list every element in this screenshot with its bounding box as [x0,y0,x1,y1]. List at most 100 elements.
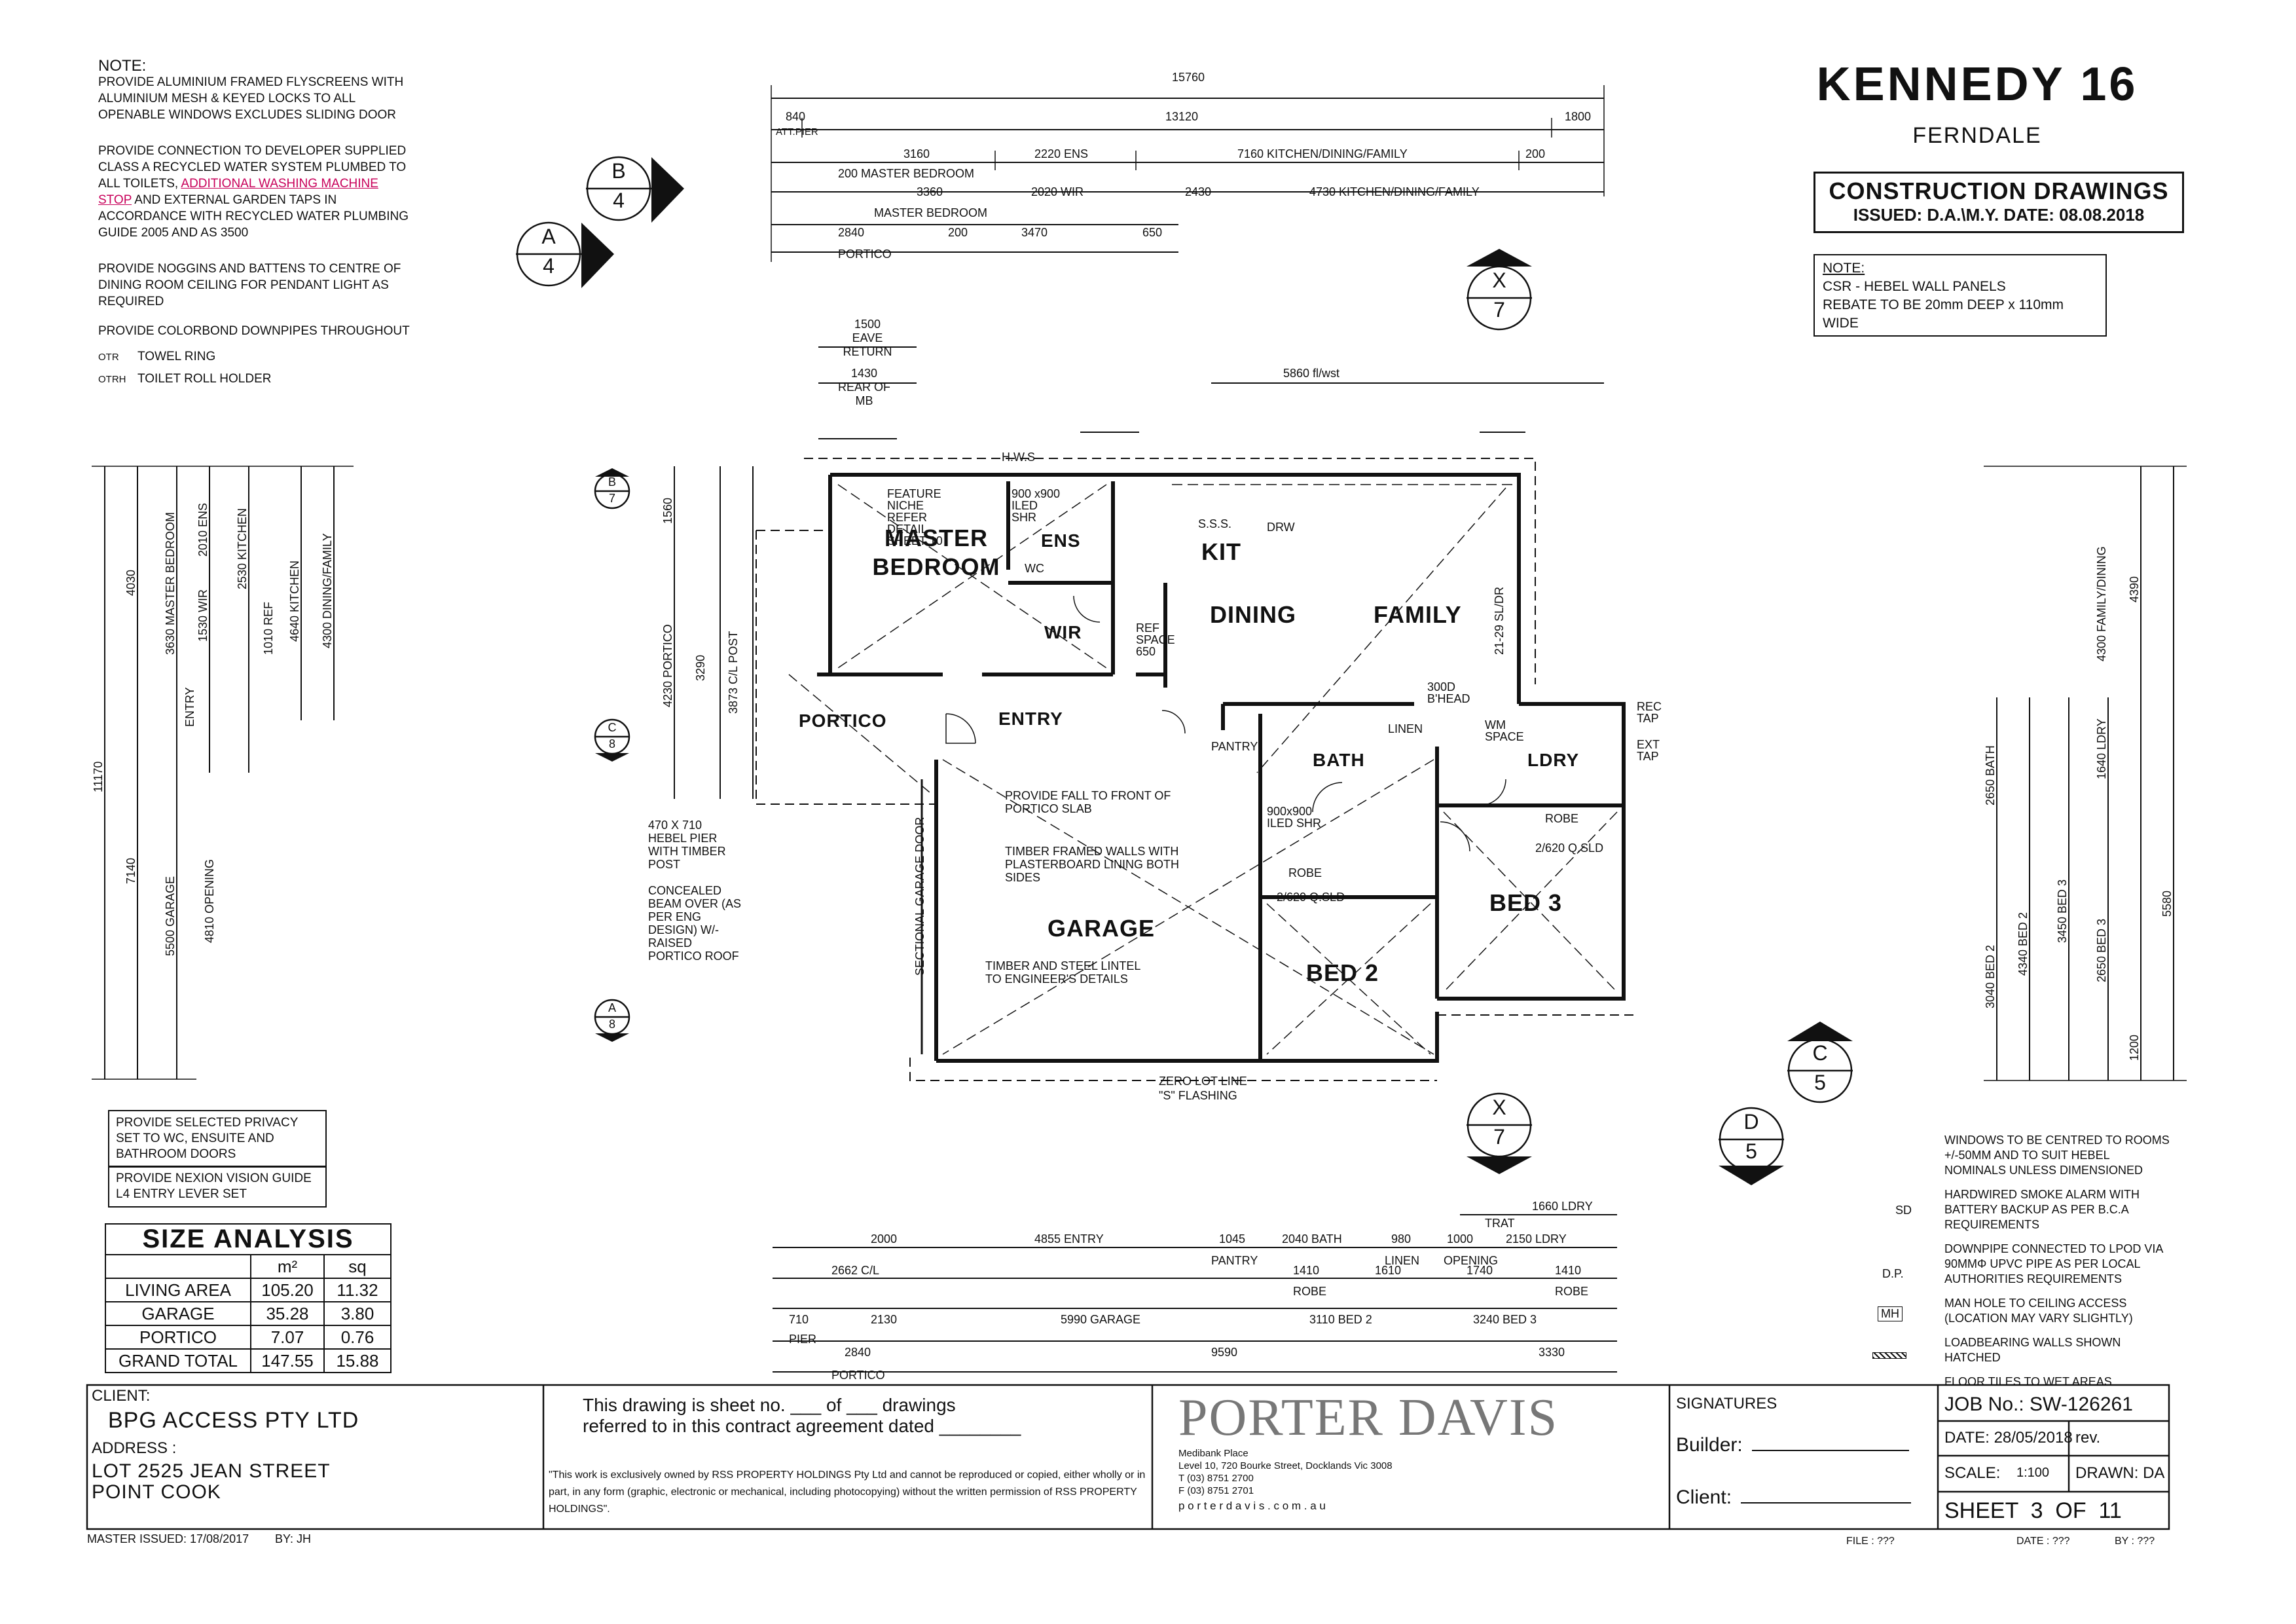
dim-bot-bath: 2040 BATH [1282,1232,1342,1246]
dim-bot-pantry: PANTRY [1211,1254,1258,1267]
note-timber-walls: TIMBER FRAMED WALLS WITH PLASTERBOARD LI… [1005,845,1180,884]
note-ens-shower: 900 x900 ILED SHR [1011,487,1061,524]
dim-bot-980: 980 [1391,1232,1412,1246]
legend-dp-symbol: D.P. [1882,1267,1904,1280]
dim-bot-pier: PIER [789,1333,817,1346]
builder-signature[interactable]: Builder: [1676,1434,1925,1456]
note-washing-stop: ADDITIONAL WASHING MACHINE STOP [98,177,378,207]
room-dining: DINING [1210,601,1296,628]
dim-left-kitchen2: 4640 KITCHEN [288,560,301,642]
dim-left-entry: ENTRY [183,687,196,727]
note-rec-tap: REC TAP [1637,700,1662,725]
room-ldry: LDRY [1527,750,1580,770]
client-label: CLIENT: [92,1387,151,1405]
legend: WINDOWS TO BE CENTRED TO ROOMS +/-50mm A… [1944,1133,2174,1390]
dim-r2-master: 200 MASTER BEDROOM [838,167,975,180]
dim-left-dining: 4300 DINING/FAMILY [321,533,334,648]
project-subtitle: FERNDALE [1912,123,2042,148]
note-wm-space: WM SPACE [1485,718,1524,743]
room-pantry: PANTRY [1211,740,1258,753]
dim-bot-cl: 2662 C/L [831,1264,880,1277]
legend-tiles: FLOOR TILES TO WET AREAS [1944,1375,2112,1388]
note-downpipes: PROVIDE COLORBOND DOWNPIPES THROUGHOUT [98,324,410,338]
construction-label: CONSTRUCTION DRAWINGS [1829,177,2169,204]
footer-file: FILE : ??? [1846,1536,1895,1547]
dim-left-ref: 1010 REF [262,601,275,655]
note-recycled-water: PROVIDE CONNECTION TO DEVELOPER SUPPLIED… [98,143,412,241]
scale-value: 1:100 [2016,1466,2050,1480]
dim-left-ens: 2010 ENS [196,502,210,557]
porter-davis-logo: PORTER DAVIS [1178,1389,1559,1447]
dim-right-family: 4300 FAMILY/DINING [2095,546,2108,661]
room-bed2: BED 2 [1306,959,1379,986]
dim-right-1200: 1200 [2128,1034,2141,1061]
dim-r2-kit: 7160 KITCHEN/DINING/FAMILY [1237,147,1408,160]
dim-1800: 1800 [1565,110,1592,123]
dim-bot-trat: TRAT [1485,1217,1515,1230]
dim-bot-2130: 2130 [871,1313,898,1326]
dim-right-bed2: 4340 BED 2 [2016,912,2030,976]
size-analysis-title: SIZE ANALYSIS [105,1223,392,1255]
dim-right-ldry: 1640 LDRY [2095,718,2108,779]
dim-bot-linen: LINEN [1385,1254,1420,1267]
dim-r4-portico: PORTICO [838,248,892,261]
note-lintel: TIMBER AND STEEL LINTEL TO ENGINEER'S DE… [985,959,1140,986]
dim-bot-entry: 4855 ENTRY [1034,1232,1104,1246]
legend-smoke: HARDWIRED SMOKE ALARM WITH BATTERY BACKU… [1944,1188,2140,1231]
hebel-note-line1: CSR - HEBEL WALL PANELS [1823,279,2006,294]
note-sss: S.S.S. [1198,517,1232,530]
legend-windows: WINDOWS TO BE CENTRED TO ROOMS +/-50mm A… [1944,1134,2170,1177]
dim-left-portico: 4230 PORTICO [661,624,674,707]
note-concealed-beam: CONCEALED BEAM OVER (AS PER ENG DESIGN) … [648,884,742,963]
note-noggins: PROVIDE NOGGINS AND BATTENS TO CENTRE OF… [98,262,401,308]
signatures-label: SIGNATURES [1676,1395,1777,1412]
scale-label: SCALE: [1944,1464,2001,1482]
hebel-note-title: NOTE: [1823,261,1865,276]
note-hebel-pier: 470 X 710 HEBEL PIER WITH TIMBER POST [648,819,726,871]
dim-bot-3330: 3330 [1539,1346,1565,1359]
room-ens: ENS [1041,530,1081,551]
note-bath-shower: 900x900 ILED SHR [1267,805,1322,830]
master-issued-by: BY: JH [275,1532,312,1545]
dim-13120: 13120 [1165,110,1199,123]
drawn-by: DRAWN: DA [2075,1464,2165,1482]
room-wc: WC [1025,562,1044,575]
brand-address: Medibank Place Level 10, 720 Bourke Stre… [1178,1448,1393,1512]
dim-r3-2430: 2430 [1185,185,1212,198]
note-sectional-door: SECTIONAL GARAGE DOOR [913,817,926,976]
dim-left-garage: 5500 GARAGE [164,876,177,956]
dim-r4-650: 650 [1142,226,1163,239]
notes-title: NOTE: [98,57,147,75]
note-sliding-door: 21-29 SL/DR [1493,586,1506,655]
note-hws: H.W.S [1002,451,1036,464]
dim-right-bed3b: 2650 BED 3 [2095,918,2108,982]
dim-r3-master: MASTER BEDROOM [874,206,988,219]
drawing-date: DATE: 28/05/2018 [1944,1429,2073,1447]
client-signature[interactable]: Client: [1676,1486,1925,1509]
dim-right-5580: 5580 [2160,890,2174,917]
address-line1: LOT 2525 JEAN STREET [92,1460,331,1482]
dim-bot-2000: 2000 [871,1232,898,1246]
dim-r4-2840: 2840 [838,226,865,239]
room-portico: PORTICO [799,710,887,731]
note-recycled-c: AND EXTERNAL GARDEN TAPS IN ACCORDANCE W… [98,193,409,240]
sheet-number: SHEET 3 OF 11 [1944,1498,2122,1523]
project-title: KENNEDY 16 [1816,58,2138,111]
dim-bot-opening: OPENING [1444,1254,1499,1267]
note-feature-niche: FEATURE NICHE REFER DETAIL SHEET 10 [887,487,943,547]
dim-left-7140: 7140 [124,857,137,884]
room-garage: GARAGE [1048,915,1156,942]
hebel-note-box: NOTE: CSR - HEBEL WALL PANELS REBATE TO … [1813,254,2107,337]
